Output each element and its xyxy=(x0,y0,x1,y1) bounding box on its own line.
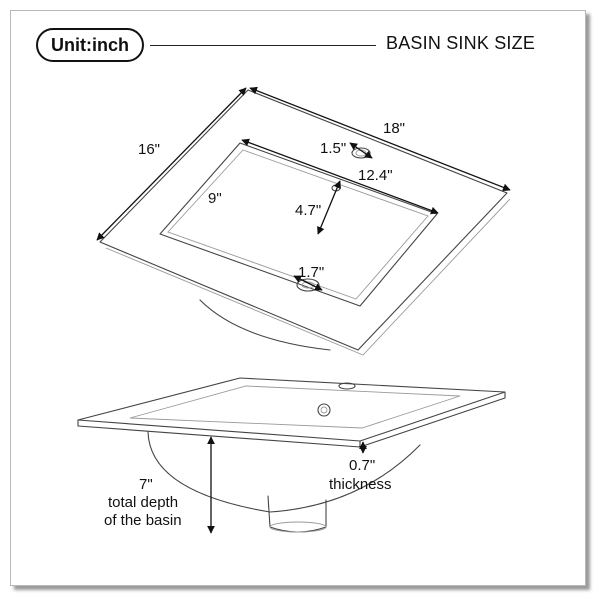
top-slab-outline xyxy=(99,89,508,351)
side-slab-top xyxy=(77,377,506,442)
label-depth-caption-1: total depth xyxy=(108,494,178,511)
side-drain-inner xyxy=(320,406,328,414)
top-underbowl xyxy=(199,299,331,351)
side-faucet-hole xyxy=(338,382,356,390)
side-slab-front xyxy=(77,391,506,448)
label-thickness-caption: thickness xyxy=(329,476,392,493)
label-faucet-hole: 1.5" xyxy=(320,140,346,157)
top-view-dimensions xyxy=(96,86,511,291)
side-bowl-body xyxy=(147,431,421,513)
unit-badge: Unit:inch xyxy=(36,28,144,62)
diagram-title: BASIN SINK SIZE xyxy=(386,33,536,53)
top-view-sink xyxy=(99,89,511,356)
dim-line-16 xyxy=(96,87,247,241)
side-drain-outlet xyxy=(267,495,327,533)
label-bowl-width: 12.4" xyxy=(358,167,393,184)
label-thickness: 0.7" xyxy=(349,457,375,474)
top-view-labels: 18" 16" 1.5" 12.4" 9" 4.7" 1.7" xyxy=(138,120,405,281)
label-faucet-to-drain: 4.7" xyxy=(295,202,321,219)
side-view-labels: 7" total depth of the basin 0.7" thickne… xyxy=(104,457,392,529)
dim-line-47 xyxy=(317,180,341,235)
faucet-hole xyxy=(351,147,371,159)
side-view-dimensions xyxy=(207,436,367,534)
label-drain: 1.7" xyxy=(298,264,324,281)
side-drain xyxy=(317,403,331,417)
label-width: 18" xyxy=(383,120,405,137)
unit-label: Unit:inch xyxy=(51,34,129,55)
label-basin-depth: 7" xyxy=(139,476,153,493)
label-depth: 16" xyxy=(138,141,160,158)
label-bowl-depth: 9" xyxy=(208,190,222,207)
side-drain-outlet-base xyxy=(269,521,327,533)
header-rule xyxy=(150,45,376,46)
label-depth-caption-2: of the basin xyxy=(104,512,182,529)
top-slab-edge xyxy=(105,198,511,356)
side-bowl-opening xyxy=(129,385,461,429)
dim-line-17 xyxy=(293,275,323,291)
dim-line-124 xyxy=(241,138,439,215)
